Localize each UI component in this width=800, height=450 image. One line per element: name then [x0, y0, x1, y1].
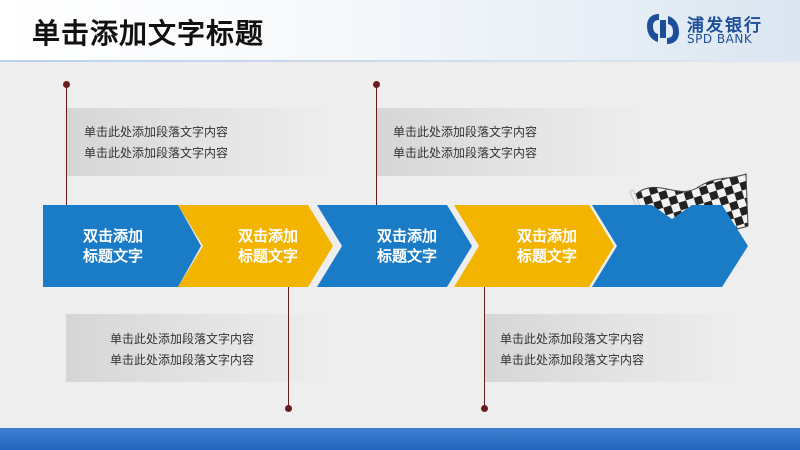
end-arrow-shape	[592, 205, 748, 287]
logo-chinese-name: 浦发银行	[687, 16, 763, 36]
connector-line-1	[66, 84, 67, 206]
connector-line-3	[288, 287, 289, 409]
text-box-2-line2: 单击此处添加段落文字内容	[393, 146, 538, 160]
text-box-3[interactable]	[66, 314, 336, 382]
text-box-2-content[interactable]: 单击此处添加段落文字内容 单击此处添加段落文字内容	[393, 122, 537, 164]
text-box-1-line2: 单击此处添加段落文字内容	[84, 146, 229, 160]
text-box-2[interactable]	[376, 108, 646, 176]
text-box-3-line1: 单击此处添加段落文字内容	[110, 332, 255, 346]
header-divider	[0, 60, 800, 62]
header-bar	[0, 0, 800, 62]
bank-logo: 浦发银行 SPD BANK	[645, 10, 795, 50]
step-4-line2: 标题文字	[516, 247, 577, 265]
footer-bar	[0, 428, 800, 450]
step-2-line1: 双击添加	[237, 227, 298, 245]
text-box-4-content[interactable]: 单击此处添加段落文字内容 单击此处添加段落文字内容	[500, 329, 644, 371]
spd-bank-logo-icon	[647, 14, 679, 44]
step-2[interactable]: 双击添加 标题文字	[178, 205, 338, 287]
connector-line-4	[484, 287, 485, 409]
text-box-3-line2: 单击此处添加段落文字内容	[110, 353, 255, 367]
slide-title[interactable]: 单击添加文字标题	[32, 17, 265, 50]
connector-dot-1	[63, 81, 70, 88]
step-4-shape	[454, 205, 614, 287]
step-1-label: 双击添加 标题文字	[58, 205, 168, 287]
text-box-4-line1: 单击此处添加段落文字内容	[500, 332, 645, 346]
step-3-label: 双击添加 标题文字	[352, 205, 462, 287]
step-4-label: 双击添加 标题文字	[492, 205, 602, 287]
step-3-shape	[317, 205, 472, 287]
step-1[interactable]: 双击添加 标题文字	[43, 205, 203, 287]
step-4[interactable]: 双击添加 标题文字	[454, 205, 619, 287]
connector-line-2	[376, 84, 377, 206]
step-1-line1: 双击添加	[82, 227, 143, 245]
step-1-line2: 标题文字	[82, 247, 143, 265]
step-3-line1: 双击添加	[376, 227, 437, 245]
step-3-line2: 标题文字	[376, 247, 437, 265]
text-box-4[interactable]	[484, 314, 744, 382]
logo-english-name: SPD BANK	[687, 32, 753, 46]
step-4-line1: 双击添加	[516, 227, 577, 245]
step-2-line2: 标题文字	[237, 247, 298, 265]
step-3[interactable]: 双击添加 标题文字	[317, 205, 477, 287]
connector-dot-4	[481, 405, 488, 412]
connector-dot-2	[373, 81, 380, 88]
text-box-4-line2: 单击此处添加段落文字内容	[500, 353, 645, 367]
text-box-3-content[interactable]: 单击此处添加段落文字内容 单击此处添加段落文字内容	[110, 329, 254, 371]
step-end-arrow	[592, 205, 752, 287]
text-box-2-line1: 单击此处添加段落文字内容	[393, 125, 538, 139]
step-2-label: 双击添加 标题文字	[213, 205, 323, 287]
text-box-1[interactable]	[66, 108, 336, 176]
step-1-shape	[43, 205, 201, 287]
text-box-1-line1: 单击此处添加段落文字内容	[84, 125, 229, 139]
step-2-shape	[178, 205, 333, 287]
text-box-1-content[interactable]: 单击此处添加段落文字内容 单击此处添加段落文字内容	[84, 122, 228, 164]
connector-dot-3	[285, 405, 292, 412]
